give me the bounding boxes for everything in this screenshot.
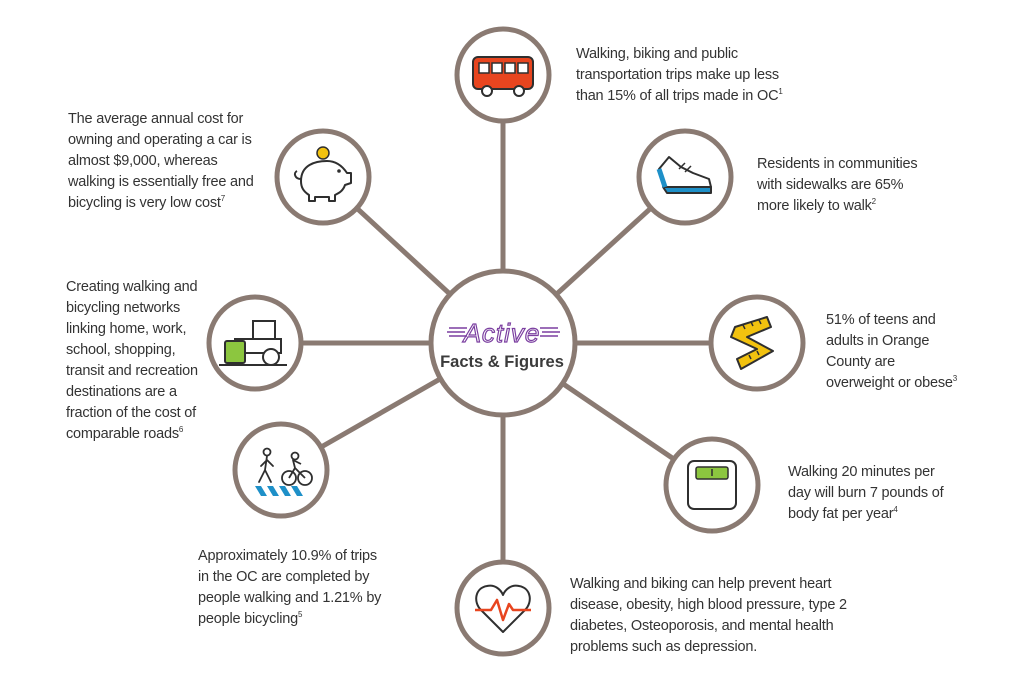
fact-teens-ref: 3 xyxy=(952,374,958,384)
hub-title-left-lines xyxy=(447,327,467,337)
circle-trips xyxy=(232,421,330,519)
fact-sidewalks: Residents in communities with sidewalks … xyxy=(757,154,927,217)
measuring-tape-icon xyxy=(730,316,774,370)
fact-trips-ref: 5 xyxy=(297,610,303,620)
road-roller-icon xyxy=(219,320,287,366)
hub-title-active: Active xyxy=(463,317,541,348)
fact-walking20-ref: 4 xyxy=(893,505,898,515)
scale-icon xyxy=(687,460,737,510)
heartbeat-icon xyxy=(475,584,531,633)
fact-trips-text: Approximately 10.9% of trips in the OC a… xyxy=(198,548,382,627)
fact-cost-text: The average annual cost for owning and o… xyxy=(68,111,254,211)
fact-trips: Approximately 10.9% of trips in the OC a… xyxy=(198,546,383,630)
fact-networks-ref: 6 xyxy=(178,425,184,435)
fact-walking20-text: Walking 20 minutes per day will burn 7 p… xyxy=(788,464,944,522)
fact-transit: Walking, biking and public transportatio… xyxy=(576,44,786,107)
fact-transit-ref: 1 xyxy=(778,87,783,97)
fact-health: Walking and biking can help prevent hear… xyxy=(570,574,860,658)
fact-sidewalks-text: Residents in communities with sidewalks … xyxy=(757,156,918,214)
hub-circle xyxy=(428,268,578,418)
bus-icon xyxy=(472,56,534,97)
fact-cost-ref: 7 xyxy=(220,194,225,204)
pedestrian-cyclist-icon xyxy=(255,447,313,496)
fact-walking20: Walking 20 minutes per day will burn 7 p… xyxy=(788,462,953,525)
shoe-icon xyxy=(656,156,712,194)
fact-transit-text: Walking, biking and public transportatio… xyxy=(576,46,779,104)
hub-title: Active Facts & Figures xyxy=(432,317,572,372)
fact-teens-text: 51% of teens and adults in Orange County… xyxy=(826,312,953,391)
hub-title-right-lines xyxy=(540,327,560,337)
fact-cost: The average annual cost for owning and o… xyxy=(68,109,268,214)
fact-networks-text: Creating walking and bicycling networks … xyxy=(66,279,198,442)
fact-teens: 51% of teens and adults in Orange County… xyxy=(826,310,966,394)
piggy-bank-icon xyxy=(293,146,352,202)
hub-subtitle: Facts & Figures xyxy=(440,353,564,371)
fact-networks: Creating walking and bicycling networks … xyxy=(66,277,206,445)
fact-health-text: Walking and biking can help prevent hear… xyxy=(570,576,847,655)
fact-sidewalks-ref: 2 xyxy=(871,197,876,207)
